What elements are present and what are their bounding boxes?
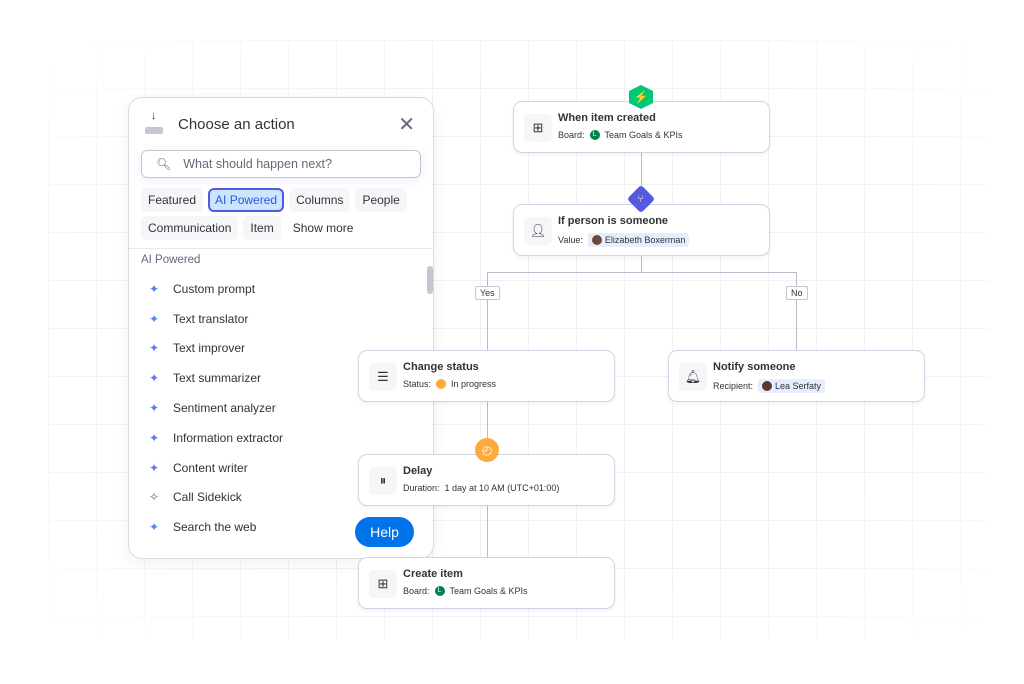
node-value: Elizabeth Boxerman [604, 235, 686, 245]
divider [129, 248, 433, 249]
panel-title: Choose an action [178, 116, 295, 133]
node-title: Change status [403, 361, 479, 373]
item-label: Search the web [173, 520, 257, 535]
choose-action-panel: ↓ Choose an action ✕ 🔍︎ What should happe… [128, 97, 434, 559]
yes-label: Yes [475, 286, 500, 300]
trigger-node[interactable]: ⊞ When item created Board: L Team Goals & … [513, 101, 770, 153]
connector [487, 272, 488, 351]
search-input[interactable]: 🔍︎ What should happen next? [141, 150, 421, 178]
list-item[interactable]: ✦ Information extractor [149, 423, 283, 453]
sparkle-icon: ✦ [149, 312, 163, 326]
sparkle-icon: ✦ [149, 461, 163, 475]
item-label: Custom prompt [173, 281, 256, 296]
list-item[interactable]: ✦ Custom prompt [149, 274, 283, 304]
node-label: Status: [403, 379, 432, 389]
sidekick-icon: ✧ [149, 490, 160, 505]
list-item[interactable]: ✦ Text translator [149, 304, 283, 334]
list-item[interactable]: ✦ Search the web [149, 512, 283, 542]
item-label: Text summarizer [173, 371, 262, 386]
no-label: No [786, 286, 808, 300]
delay-node[interactable]: ⏸︎ Delay Duration: 1 day at 10 AM (UTC+01… [358, 454, 615, 506]
avatar [762, 381, 773, 391]
node-title: Notify someone [713, 361, 796, 373]
item-label: Content writer [173, 460, 248, 475]
connector [796, 272, 797, 351]
bell-icon: 🔔︎ [679, 363, 707, 391]
node-title: Create item [403, 568, 463, 580]
notify-node[interactable]: 🔔︎ Notify someone Recipient: Lea Serfaty [668, 350, 925, 402]
clock-icon: ◴ [475, 438, 499, 462]
node-value: Team Goals & KPIs [604, 130, 683, 140]
sparkle-icon: ✦ [149, 341, 163, 355]
node-title: When item created [558, 112, 656, 124]
chip-item[interactable]: Item [243, 216, 281, 240]
item-label: Text translator [173, 311, 249, 326]
create-item-node[interactable]: ⊞ Create item Board: L Team Goals & KPIs [358, 557, 615, 609]
item-label: Information extractor [173, 430, 284, 445]
sparkle-icon: ✦ [149, 401, 163, 415]
item-label: Sentiment analyzer [173, 401, 276, 416]
change-status-node[interactable]: ☰ Change status Status: In progress [358, 350, 615, 402]
help-button[interactable]: Help [355, 517, 414, 547]
board-add-icon: ⊞ [524, 114, 552, 142]
node-label: Value: [558, 235, 583, 245]
node-value: Lea Serfaty [775, 381, 822, 391]
lightning-icon: ⚡ [629, 85, 653, 109]
scrollbar[interactable] [427, 266, 433, 294]
chip-featured[interactable]: Featured [141, 188, 204, 212]
node-title: If person is someone [558, 215, 669, 227]
connector [641, 152, 642, 204]
board-icon: L [589, 130, 600, 140]
board-icon: L [434, 586, 445, 596]
list-icon: ☰ [369, 363, 397, 391]
section-heading: AI Powered [141, 254, 201, 266]
chip-communication[interactable]: Communication [141, 216, 239, 240]
node-value: Team Goals & KPIs [449, 586, 528, 596]
board-add-icon: ⊞ [369, 570, 397, 598]
node-label: Duration: [403, 483, 440, 493]
list-item[interactable]: ✦ Sentiment analyzer [149, 393, 283, 423]
condition-node[interactable]: 👤︎ If person is someone Value: Elizabeth … [513, 204, 770, 256]
list-item[interactable]: ✦ Content writer [149, 453, 283, 483]
chip-columns[interactable]: Columns [289, 188, 351, 212]
download-icon: ↓ [145, 110, 165, 136]
status-dot [436, 379, 447, 389]
connector [487, 272, 797, 273]
node-title: Delay [403, 465, 433, 477]
person-icon: 👤︎ [524, 217, 552, 245]
item-label: Call Sidekick [173, 490, 242, 505]
list-item[interactable]: ✦ Text summarizer [149, 363, 283, 393]
node-value: 1 day at 10 AM (UTC+01:00) [444, 483, 560, 493]
chip-people[interactable]: People [355, 188, 407, 212]
sparkle-icon: ✦ [149, 520, 163, 534]
list-item[interactable]: ✦ Text improver [149, 334, 283, 364]
node-label: Board: [558, 130, 585, 140]
show-more-button[interactable]: Show more [292, 221, 354, 235]
list-item[interactable]: ✧ Call Sidekick [149, 483, 283, 513]
node-label: Board: [403, 586, 430, 596]
sparkle-icon: ✦ [149, 282, 163, 296]
connector [641, 255, 642, 272]
search-icon: 🔍︎ [156, 157, 172, 171]
pause-icon: ⏸︎ [369, 467, 397, 495]
avatar [591, 235, 602, 245]
node-label: Recipient: [713, 381, 754, 391]
search-placeholder: What should happen next? [183, 157, 332, 171]
close-icon[interactable]: ✕ [398, 114, 415, 136]
sparkle-icon: ✦ [149, 431, 163, 445]
sparkle-icon: ✦ [149, 371, 163, 385]
chip-ai-powered[interactable]: AI Powered [208, 188, 285, 212]
item-label: Text improver [173, 341, 246, 356]
node-value: In progress [451, 379, 497, 389]
